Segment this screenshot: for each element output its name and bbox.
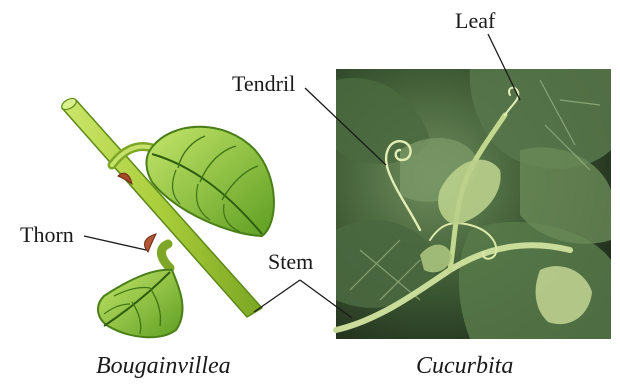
cucurbita-photo <box>300 34 611 339</box>
bougainvillea-caption: Bougainvillea <box>96 354 231 378</box>
leaf-label: Leaf <box>455 10 495 32</box>
thorn-label: Thorn <box>20 224 74 246</box>
thorn-leader-line <box>84 236 146 250</box>
cucurbita-caption: Cucurbita <box>416 354 513 378</box>
lower-petiole <box>161 244 170 268</box>
tendril-label: Tendril <box>232 73 295 95</box>
lower-thorn <box>144 234 156 252</box>
stem-label: Stem <box>268 251 313 273</box>
stem-leader-line-left <box>254 280 300 312</box>
lower-leaf <box>98 270 183 337</box>
bougainvillea-illustration <box>60 96 300 337</box>
